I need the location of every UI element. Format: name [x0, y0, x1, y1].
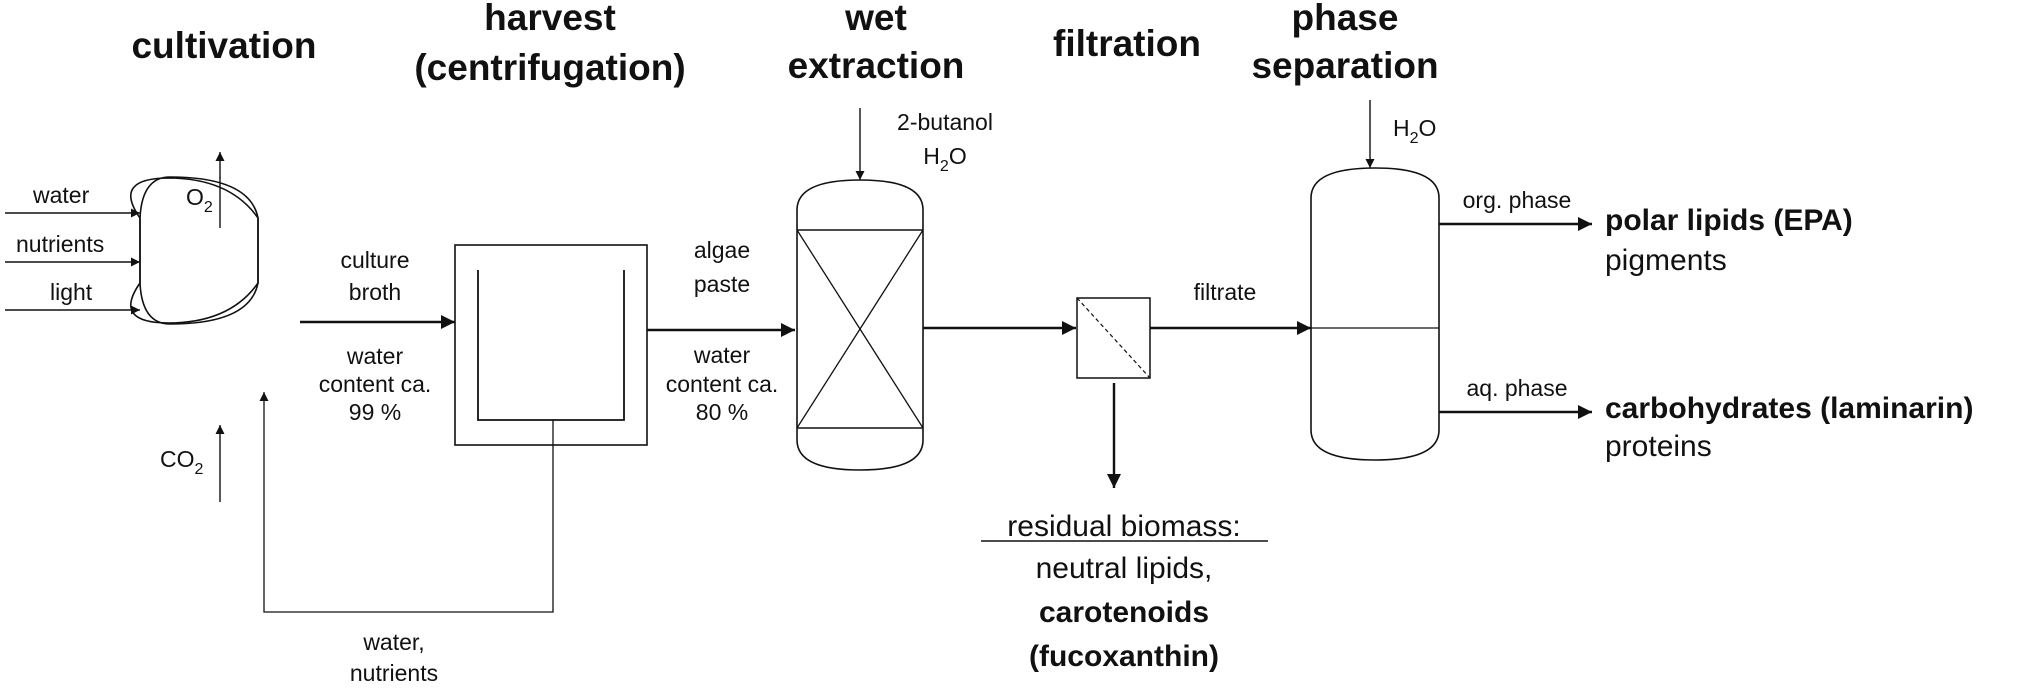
centrifuge-basket: [477, 270, 625, 421]
input-nutrients-label: nutrients: [16, 231, 104, 257]
recycle-label-1: water,: [362, 629, 424, 655]
stage-extraction: extraction: [788, 45, 965, 86]
water-content-99-2: content ca.: [319, 371, 432, 397]
residual-biomass-title: residual biomass:: [1007, 510, 1240, 543]
filter-unit: [1076, 297, 1151, 379]
stage-phase: phase: [1292, 0, 1399, 38]
cultivation-reactor-outline: [139, 176, 259, 325]
water-content-80-1: water: [693, 342, 751, 368]
recycle-label-2: nutrients: [350, 660, 438, 686]
product-carbohydrates: carbohydrates (laminarin): [1605, 392, 1973, 425]
stage-wet: wet: [844, 0, 907, 38]
stage-harvest: harvest: [484, 0, 616, 38]
input-water-label: water: [32, 182, 90, 208]
product-proteins: proteins: [1605, 430, 1712, 463]
algae-paste-label-2: paste: [694, 271, 750, 297]
algae-paste-label-1: algae: [694, 237, 750, 263]
water-content-99-3: 99 %: [349, 399, 401, 425]
residual-neutral-lipids: neutral lipids,: [1036, 552, 1213, 585]
cultivation-reactor: [130, 177, 259, 324]
product-pigments: pigments: [1605, 244, 1727, 277]
stage-cultivation: cultivation: [131, 25, 316, 66]
stage-separation: separation: [1251, 45, 1438, 86]
water-content-80-2: content ca.: [666, 371, 779, 397]
residual-fucoxanthin: (fucoxanthin): [1029, 640, 1219, 673]
recycle-line: [259, 392, 554, 613]
input-light-label: light: [50, 279, 93, 305]
phase-separator: [1310, 167, 1440, 461]
co2-label: CO2: [160, 446, 204, 478]
solvent-water-label: H2O: [923, 143, 966, 175]
filter-membrane: [1076, 297, 1151, 379]
solvent-butanol-label: 2-butanol: [897, 109, 993, 135]
stage-harvest-method: (centrifugation): [414, 47, 685, 88]
org-phase-label: org. phase: [1463, 187, 1572, 213]
culture-broth-label-2: broth: [349, 279, 401, 305]
o2-label: O2: [186, 184, 213, 216]
water-content-99-1: water: [346, 343, 404, 369]
filtrate-label: filtrate: [1194, 279, 1257, 305]
product-polar-lipids: polar lipids (EPA): [1605, 204, 1853, 237]
extraction-packing-diag-2: [796, 229, 924, 429]
water-content-80-3: 80 %: [696, 399, 748, 425]
h2o-label: H2O: [1393, 115, 1436, 147]
centrifuge-housing: [454, 244, 648, 446]
residual-carotenoids: carotenoids: [1039, 596, 1209, 629]
culture-broth-label-1: culture: [340, 247, 409, 273]
stage-filtration: filtration: [1053, 23, 1201, 64]
aq-phase-label: aq. phase: [1466, 375, 1567, 401]
extraction-column: [796, 179, 924, 471]
